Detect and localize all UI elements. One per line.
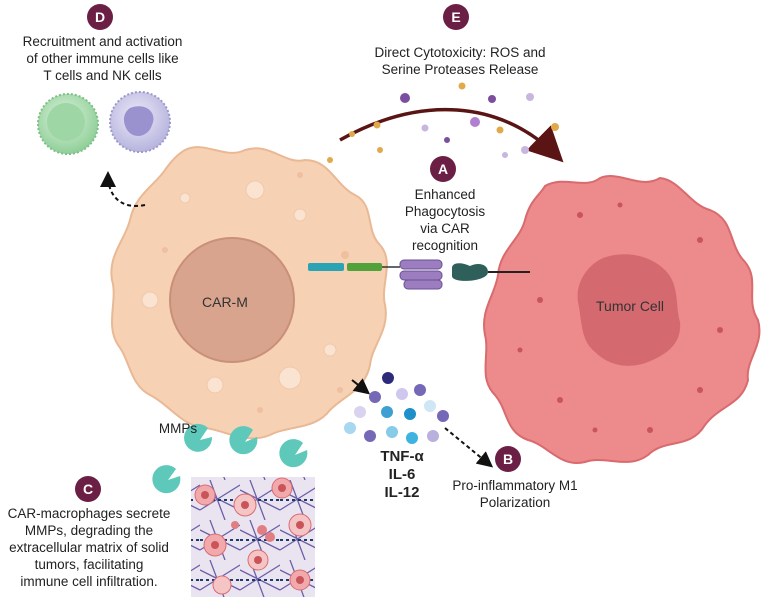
polarization-arrow <box>444 427 494 468</box>
cytotoxicity-arrow <box>339 107 564 163</box>
cytotoxicity-label: Direct Cytotoxicity: ROS and Serine Prot… <box>374 45 546 77</box>
car-m-label: CAR-M <box>202 294 248 310</box>
cytokine-release-arrow <box>351 378 371 395</box>
badge-e: E <box>443 4 469 30</box>
badge-d: D <box>87 4 113 30</box>
mmps-label: MMPs <box>158 421 198 436</box>
extracellular-matrix-image <box>191 477 315 597</box>
badge-b: B <box>495 446 521 472</box>
t-cell-icon <box>37 93 99 155</box>
ecm-label: CAR-macrophages secrete MMPs, degrading … <box>7 506 171 589</box>
recruitment-label: Recruitment and activation of other immu… <box>22 34 183 83</box>
mmp-molecules <box>152 423 308 494</box>
nk-cell-icon <box>109 91 171 153</box>
tumor-cell <box>483 175 761 464</box>
badge-a: A <box>430 156 456 182</box>
badge-c: C <box>75 476 101 502</box>
cytotoxic-particles <box>327 82 559 163</box>
cytokine-particles <box>344 372 449 444</box>
car-receptor <box>308 259 530 290</box>
polarization-label: Pro-inflammatory M1 Polarization <box>452 478 578 510</box>
cytokine-label: TNF-α IL-6 IL-12 <box>380 448 424 501</box>
car-macrophage-cell <box>110 146 388 440</box>
recruitment-arrow <box>100 171 146 207</box>
phagocytosis-label: Enhanced Phagocytosis via CAR recognitio… <box>404 187 486 253</box>
tumor-cell-label: Tumor Cell <box>596 298 664 314</box>
